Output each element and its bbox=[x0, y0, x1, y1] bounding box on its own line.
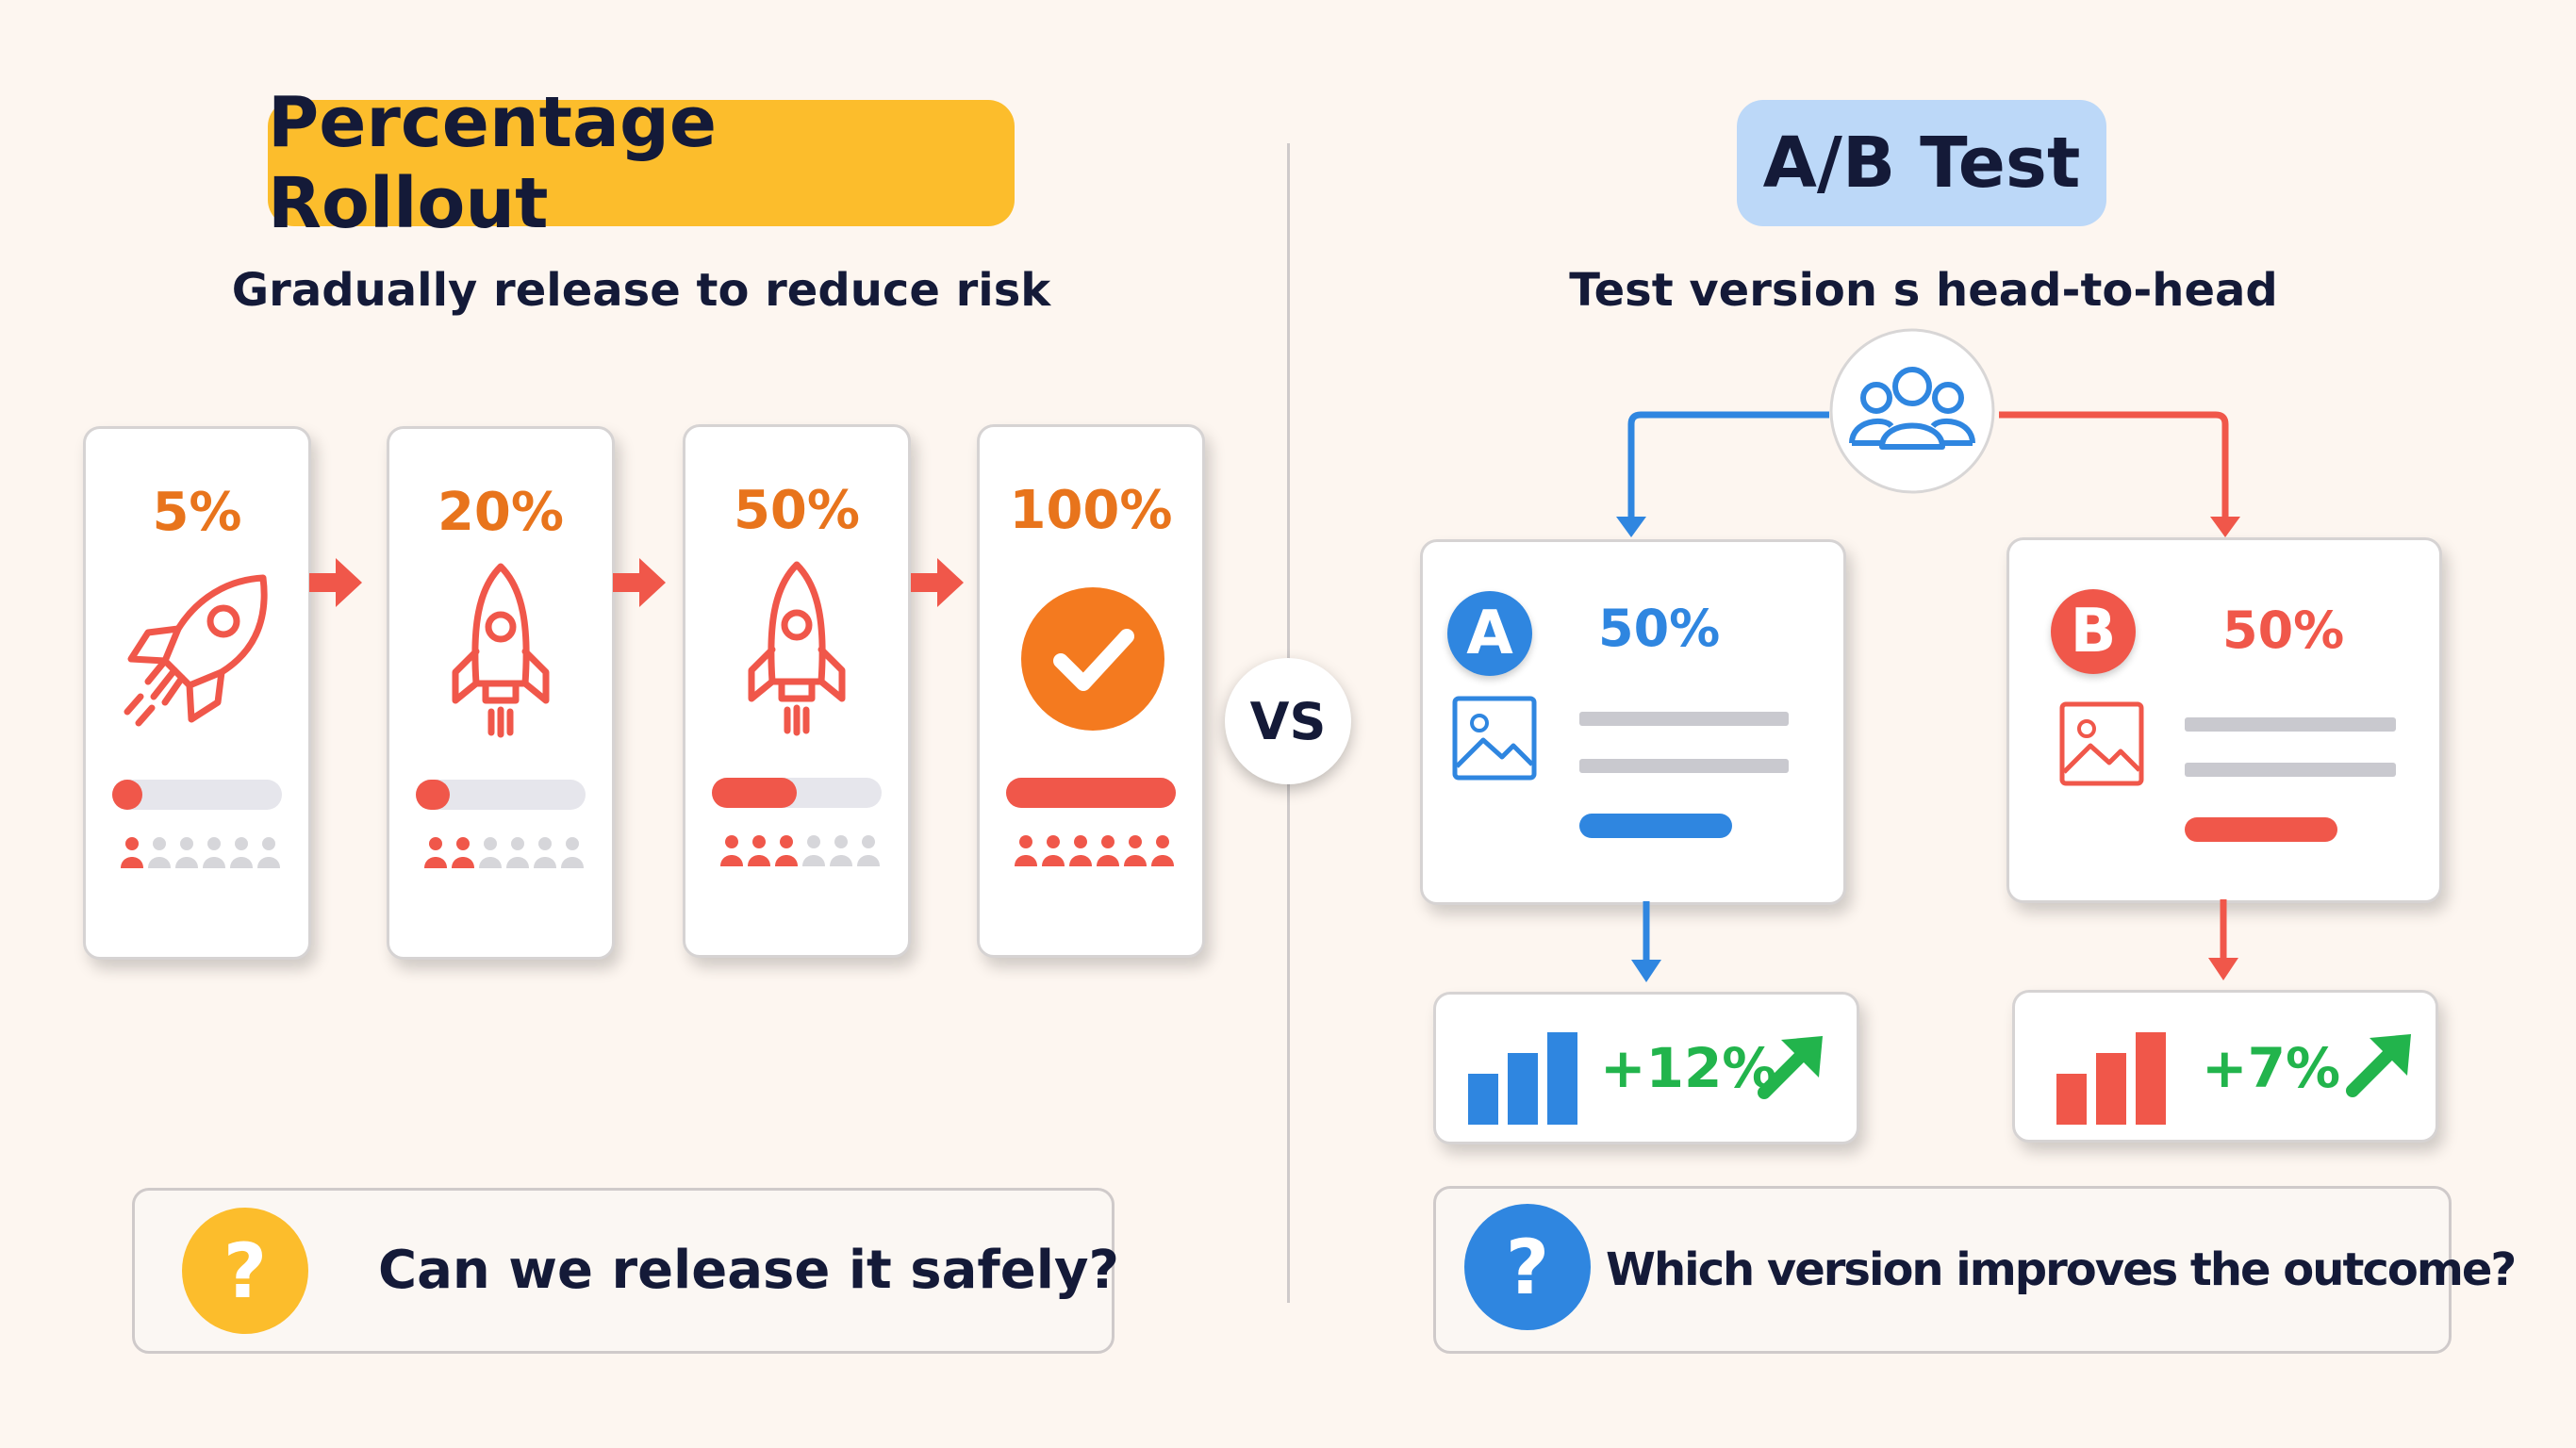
user-group-icons bbox=[120, 836, 281, 868]
rollout-progress-fill bbox=[1006, 778, 1176, 808]
next-stage-arrow-icon bbox=[613, 558, 666, 607]
person-active-icon bbox=[1069, 835, 1092, 866]
rollout-stage-card-50: 50% bbox=[683, 424, 911, 958]
rocket-icon bbox=[452, 563, 550, 738]
question-icon: ? bbox=[182, 1208, 308, 1334]
person-active-icon bbox=[720, 835, 743, 866]
ab-test-title: A/B Test bbox=[1737, 100, 2106, 226]
users-group-icon bbox=[1829, 328, 1995, 494]
rollout-progress-fill bbox=[416, 780, 450, 810]
person-active-icon bbox=[1097, 835, 1119, 866]
rollout-stage-card-5: 5% bbox=[83, 426, 311, 960]
person-inactive-icon bbox=[802, 835, 825, 866]
stage-percent-label: 50% bbox=[733, 480, 861, 541]
variant-a-card: A 50% bbox=[1420, 539, 1846, 905]
image-icon bbox=[2059, 701, 2144, 786]
person-active-icon bbox=[1015, 835, 1037, 866]
user-group-icons bbox=[1014, 834, 1175, 866]
stage-percent-label: 20% bbox=[437, 482, 565, 543]
variant-a-badge: A bbox=[1447, 591, 1532, 676]
person-active-icon bbox=[121, 837, 143, 868]
person-active-icon bbox=[452, 837, 474, 868]
rollout-progress-bar bbox=[1006, 778, 1176, 808]
person-inactive-icon bbox=[479, 837, 502, 868]
variant-b-card: B 50% bbox=[2006, 537, 2442, 903]
user-group-icons bbox=[719, 834, 881, 866]
stage-percent-label: 100% bbox=[1009, 480, 1173, 541]
percentage-rollout-title: Percentage Rollout bbox=[268, 82, 1015, 244]
vs-badge: VS bbox=[1225, 658, 1351, 784]
person-inactive-icon bbox=[506, 837, 529, 868]
person-inactive-icon bbox=[534, 837, 556, 868]
variant-b-result-card: +7% bbox=[2012, 990, 2438, 1143]
ab-test-question-box: ? Which version improves the outcome? bbox=[1433, 1186, 2517, 1354]
bar-chart-icon bbox=[1468, 1032, 1577, 1125]
rollout-stage-card-20: 20% bbox=[387, 426, 615, 960]
content-line bbox=[2185, 717, 2396, 732]
person-inactive-icon bbox=[230, 837, 253, 868]
next-stage-arrow-icon bbox=[309, 558, 362, 607]
rollout-subtitle: Gradually release to reduce risk bbox=[231, 264, 1051, 317]
rollout-progress-fill bbox=[712, 778, 797, 808]
trend-up-arrow-icon bbox=[1758, 1036, 1823, 1099]
variant-b-result-value: +7% bbox=[2202, 1036, 2341, 1100]
ab-test-subtitle: Test version s head-to-head bbox=[1569, 264, 2278, 317]
ab-test-question-text: Which version improves the outcome? bbox=[1606, 1243, 2517, 1296]
image-icon bbox=[1452, 696, 1537, 781]
variant-b-percent: 50% bbox=[2222, 601, 2345, 660]
content-line bbox=[1579, 759, 1789, 773]
variant-a-result-value: +12% bbox=[1600, 1036, 1777, 1100]
person-inactive-icon bbox=[203, 837, 225, 868]
rocket-tilted-icon bbox=[124, 574, 268, 727]
check-circle-icon bbox=[1021, 587, 1164, 731]
variant-a-cta-bar bbox=[1579, 814, 1732, 838]
person-inactive-icon bbox=[830, 835, 852, 866]
next-stage-arrow-icon bbox=[911, 558, 964, 607]
content-line bbox=[1579, 712, 1789, 726]
person-inactive-icon bbox=[857, 835, 880, 866]
down-arrow-icon bbox=[1631, 901, 1661, 982]
rollout-progress-fill bbox=[112, 780, 142, 810]
variant-b-badge: B bbox=[2051, 589, 2136, 674]
rollout-question-text: Can we release it safely? bbox=[378, 1240, 1119, 1301]
bar-chart-icon bbox=[2056, 1032, 2166, 1125]
person-inactive-icon bbox=[148, 837, 171, 868]
rocket-icon bbox=[748, 561, 846, 736]
question-icon: ? bbox=[1464, 1204, 1591, 1330]
person-active-icon bbox=[748, 835, 770, 866]
person-active-icon bbox=[775, 835, 798, 866]
person-active-icon bbox=[1151, 835, 1174, 866]
user-group-icons bbox=[423, 836, 585, 868]
variant-a-percent: 50% bbox=[1598, 599, 1721, 658]
split-connector-lines bbox=[1616, 411, 2240, 537]
rollout-progress-bar bbox=[416, 780, 586, 810]
content-line bbox=[2185, 763, 2396, 777]
variant-b-cta-bar bbox=[2185, 817, 2337, 842]
down-arrow-icon bbox=[2208, 899, 2238, 980]
rollout-progress-bar bbox=[112, 780, 282, 810]
rollout-progress-bar bbox=[712, 778, 882, 808]
person-inactive-icon bbox=[257, 837, 280, 868]
variant-a-result-card: +12% bbox=[1433, 992, 1859, 1144]
person-active-icon bbox=[1042, 835, 1065, 866]
trend-up-arrow-icon bbox=[2346, 1034, 2411, 1097]
rollout-question-box: ? Can we release it safely? bbox=[132, 1188, 1119, 1354]
rollout-stage-card-100: 100% bbox=[977, 424, 1205, 958]
stage-percent-label: 5% bbox=[152, 482, 242, 543]
person-active-icon bbox=[1124, 835, 1147, 866]
person-inactive-icon bbox=[561, 837, 584, 868]
person-active-icon bbox=[424, 837, 447, 868]
person-inactive-icon bbox=[175, 837, 198, 868]
